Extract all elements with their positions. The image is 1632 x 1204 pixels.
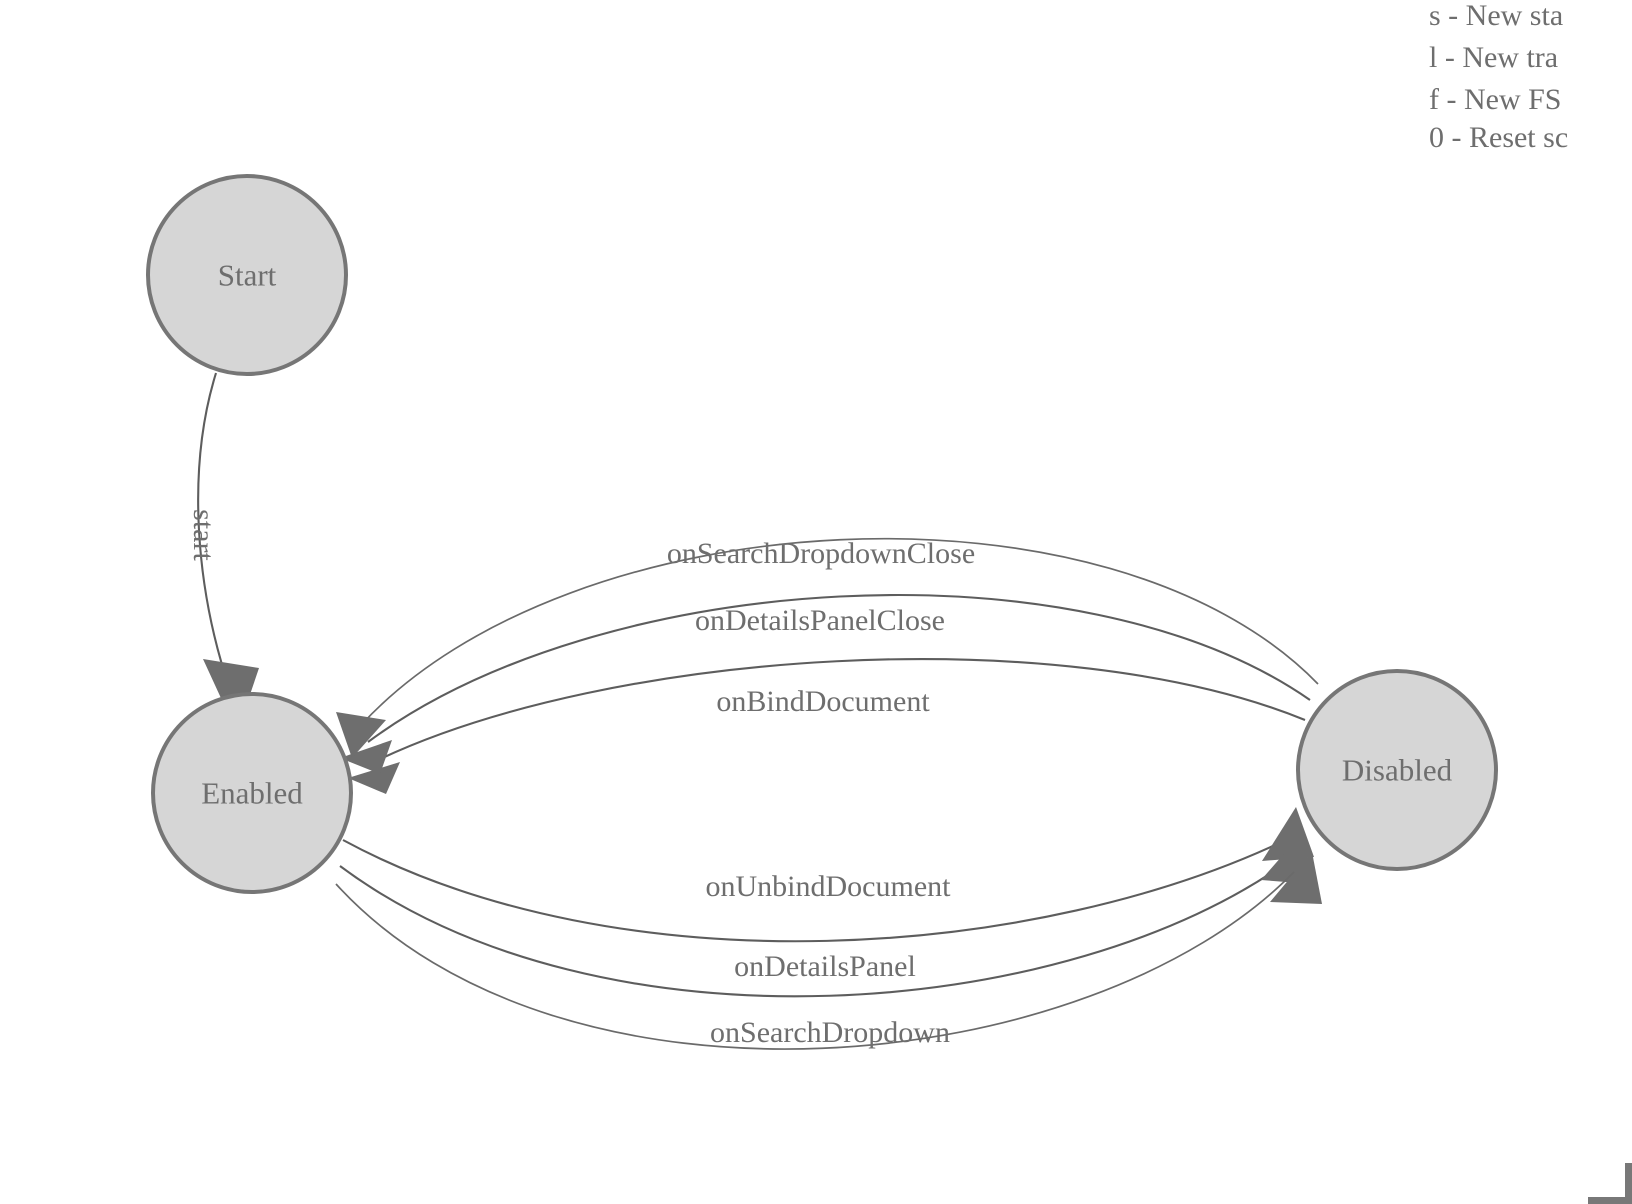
edge-label-onSearchDropdown: onSearchDropdown bbox=[710, 1016, 950, 1049]
edge-path-onSearchDropdownClose bbox=[361, 537, 1319, 725]
node-disabled-circle[interactable] bbox=[1296, 669, 1498, 871]
node-enabled-circle[interactable] bbox=[151, 692, 353, 894]
legend-panel: s - New sta l - New tra f - New FS 0 - R… bbox=[1429, 0, 1568, 154]
node-start-label: Start bbox=[218, 258, 277, 293]
vertical-scrollbar-thumb[interactable] bbox=[1625, 1163, 1632, 1204]
edge-path-onDetailsPanel bbox=[339, 859, 1291, 998]
arrowhead-onSearchDropdown bbox=[1270, 852, 1322, 904]
legend-line-new-transition: l - New tra bbox=[1429, 41, 1558, 74]
node-disabled[interactable]: Disabled bbox=[1296, 669, 1498, 871]
edge-label-onBindDocument: onBindDocument bbox=[716, 685, 930, 718]
node-enabled-label: Enabled bbox=[201, 776, 303, 811]
edge-path-onDetailsPanelClose bbox=[367, 594, 1311, 743]
edge-path-onSearchDropdown bbox=[335, 871, 1295, 1050]
edge-path-onBindDocument bbox=[377, 658, 1306, 761]
horizontal-scrollbar-thumb[interactable] bbox=[1588, 1197, 1625, 1204]
arrowhead-onSearchDropdownClose bbox=[336, 712, 386, 758]
arrowhead-onDetailsPanelClose bbox=[340, 740, 392, 774]
node-start[interactable]: Start bbox=[146, 174, 348, 376]
node-start-circle[interactable] bbox=[146, 174, 348, 376]
edge-label-onUnbindDocument: onUnbindDocument bbox=[706, 870, 952, 903]
node-disabled-label: Disabled bbox=[1342, 753, 1453, 788]
edge-path-onUnbindDocument bbox=[342, 836, 1293, 943]
node-enabled[interactable]: Enabled bbox=[151, 692, 353, 894]
arrowhead-onBindDocument bbox=[348, 762, 400, 794]
legend-line-new-fsm: f - New FS bbox=[1429, 83, 1562, 116]
edge-onSearchDropdown[interactable] bbox=[335, 852, 1322, 1050]
edge-onSearchDropdownClose[interactable] bbox=[336, 537, 1319, 758]
legend-line-reset-scale: 0 - Reset sc bbox=[1429, 121, 1568, 154]
edge-label-onDetailsPanelClose: onDetailsPanelClose bbox=[695, 604, 945, 637]
edge-label-start: start bbox=[187, 509, 220, 561]
edge-onBindDocument[interactable] bbox=[348, 658, 1306, 794]
edge-label-onDetailsPanel: onDetailsPanel bbox=[734, 950, 916, 983]
edge-path-start bbox=[197, 372, 231, 691]
legend-line-new-state: s - New sta bbox=[1429, 0, 1563, 32]
edge-onDetailsPanelClose[interactable] bbox=[340, 594, 1311, 774]
edge-label-onSearchDropdownClose: onSearchDropdownClose bbox=[667, 537, 975, 570]
